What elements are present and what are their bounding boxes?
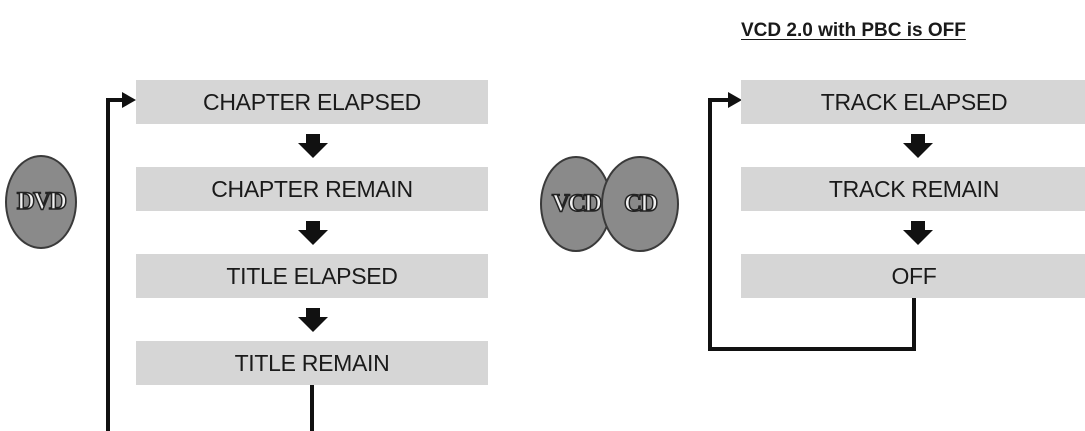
vcd-loop-arrowhead — [728, 92, 742, 108]
dvd-step-label: CHAPTER ELAPSED — [203, 88, 421, 115]
dvd-step-title-remain: TITLE REMAIN — [136, 341, 488, 385]
vcd-step-track-elapsed: TRACK ELAPSED — [741, 80, 1085, 124]
dvd-down-arrow-1 — [298, 134, 328, 158]
dvd-step-chapter-remain: CHAPTER REMAIN — [136, 167, 488, 211]
vcd-step-label: TRACK ELAPSED — [820, 88, 1008, 115]
dvd-loop-arrowhead — [122, 92, 136, 108]
dvd-step-label: CHAPTER REMAIN — [211, 175, 413, 202]
dvd-loop-line — [106, 98, 314, 431]
vcd-down-arrow-1 — [903, 134, 933, 158]
dvd-disc-icon: DVD — [5, 155, 77, 249]
vcd-step-label: OFF — [891, 262, 937, 289]
dvd-step-label: TITLE REMAIN — [234, 349, 390, 376]
vcd-step-label: TRACK REMAIN — [828, 175, 1000, 202]
cd-disc-icon: CD — [601, 156, 679, 252]
dvd-disc-label: DVD — [16, 187, 68, 216]
dvd-step-label: TITLE ELAPSED — [226, 262, 398, 289]
vcd-disc-icon: VCD — [540, 156, 612, 252]
pbc-off-heading: VCD 2.0 with PBC is OFF — [741, 20, 966, 41]
vcd-step-track-remain: TRACK REMAIN — [741, 167, 1085, 211]
dvd-step-title-elapsed: TITLE ELAPSED — [136, 254, 488, 298]
dvd-step-chapter-elapsed: CHAPTER ELAPSED — [136, 80, 488, 124]
dvd-down-arrow-2 — [298, 221, 328, 245]
vcd-disc-label: VCD — [551, 189, 603, 218]
vcd-loop-line — [708, 98, 916, 351]
dvd-down-arrow-3 — [298, 308, 328, 332]
vcd-step-off: OFF — [741, 254, 1085, 298]
vcd-down-arrow-2 — [903, 221, 933, 245]
cd-disc-label: CD — [623, 189, 659, 218]
